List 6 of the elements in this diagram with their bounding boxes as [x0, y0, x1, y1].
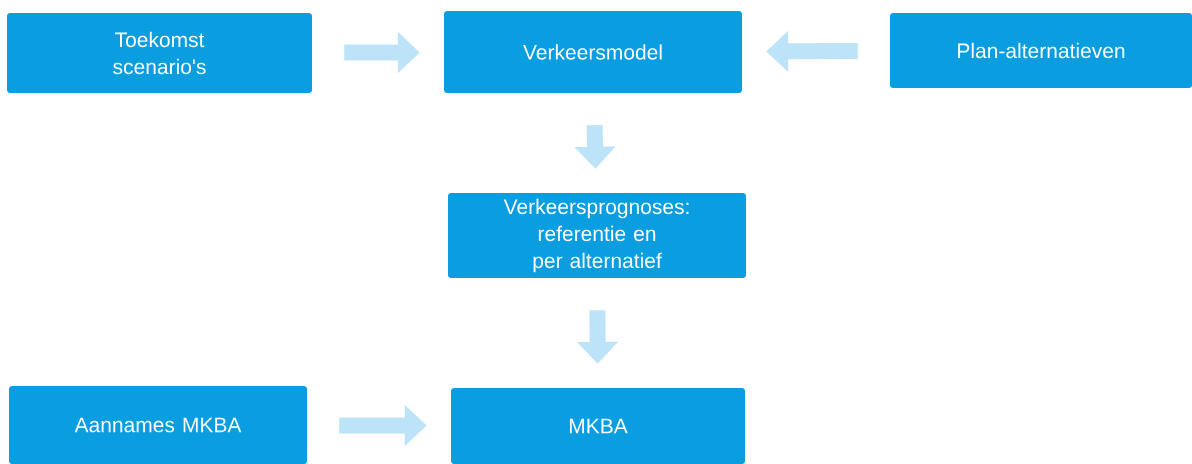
process-box: MKBA — [451, 388, 745, 464]
process-box: Verkeersmodel — [444, 11, 742, 93]
process-box: Plan-alternatieven — [890, 13, 1192, 88]
process-box: Aannames MKBA — [9, 386, 307, 464]
process-box: Verkeersprognoses: referentie en per alternatief — [448, 193, 746, 278]
process-box: Toekomst scenario's — [7, 13, 312, 93]
